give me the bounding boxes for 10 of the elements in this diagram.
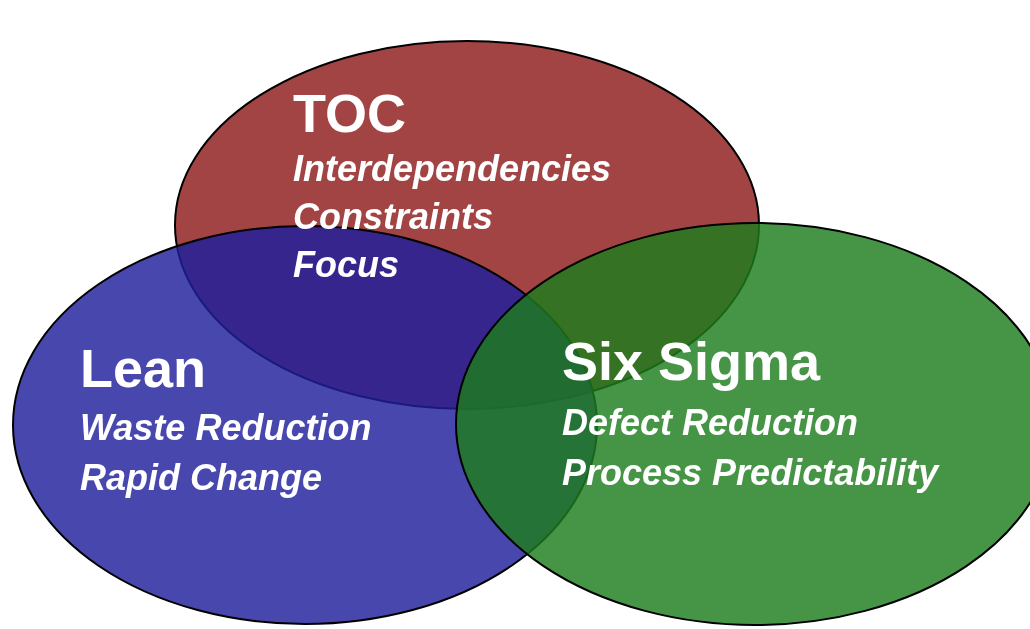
venn-item: Focus	[293, 244, 399, 286]
venn-heading: Lean	[80, 337, 207, 400]
venn-heading: TOC	[293, 82, 406, 145]
venn-item: Defect Reduction	[562, 402, 859, 444]
venn-item: Waste Reduction	[80, 407, 372, 449]
venn-item: Interdependencies	[293, 148, 612, 190]
venn-item: Rapid Change	[80, 457, 322, 499]
venn-item: Constraints	[293, 196, 494, 238]
venn-item: Process Predictability	[562, 452, 939, 494]
venn-heading: Six Sigma	[562, 330, 821, 393]
